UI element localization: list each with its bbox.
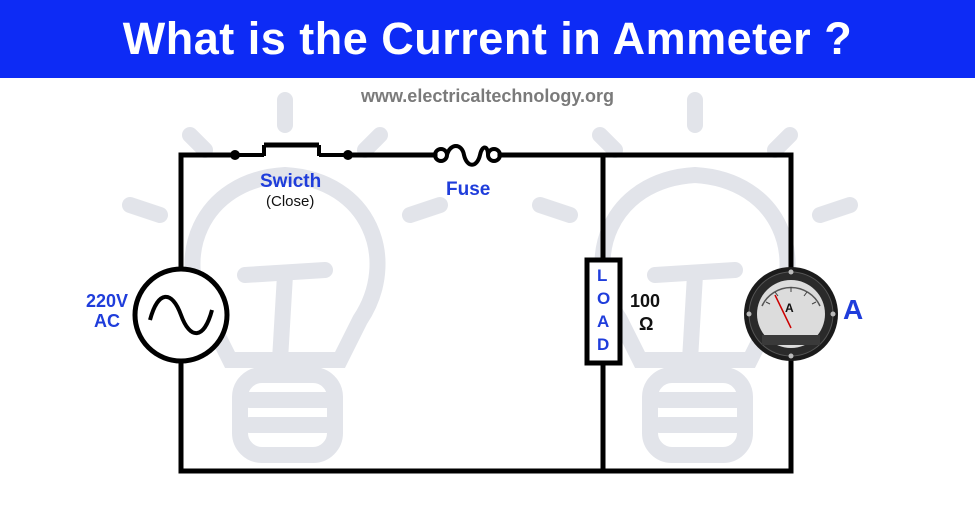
ac-source-icon: [132, 266, 230, 364]
title-banner: What is the Current in Ammeter ?: [0, 0, 975, 78]
fuse-icon: [433, 144, 502, 167]
source-voltage-label: 220V: [86, 291, 129, 311]
source-type-label: AC: [94, 311, 120, 331]
ammeter-dial-letter: A: [785, 301, 794, 315]
ammeter-label: A: [843, 294, 864, 325]
resistance-unit-label: Ω: [639, 314, 654, 334]
load-resistor: [584, 257, 623, 366]
circuit-wires: [178, 152, 794, 474]
resistance-value-label: 100: [630, 291, 661, 311]
page-title: What is the Current in Ammeter ?: [122, 13, 853, 64]
fuse-label: Fuse: [446, 179, 491, 200]
load-letter: D: [597, 335, 610, 354]
watermark-bulb-left-icon: [122, 92, 448, 463]
load-letter: A: [597, 312, 610, 331]
ammeter-icon: [744, 267, 838, 361]
load-letter: O: [597, 289, 611, 308]
load-letter: L: [597, 266, 608, 285]
website-url: www.electricaltechnology.org: [360, 86, 615, 106]
switch-icon: [230, 142, 353, 160]
switch-state-label: (Close): [266, 193, 315, 210]
switch-label: Swicth: [260, 171, 322, 192]
